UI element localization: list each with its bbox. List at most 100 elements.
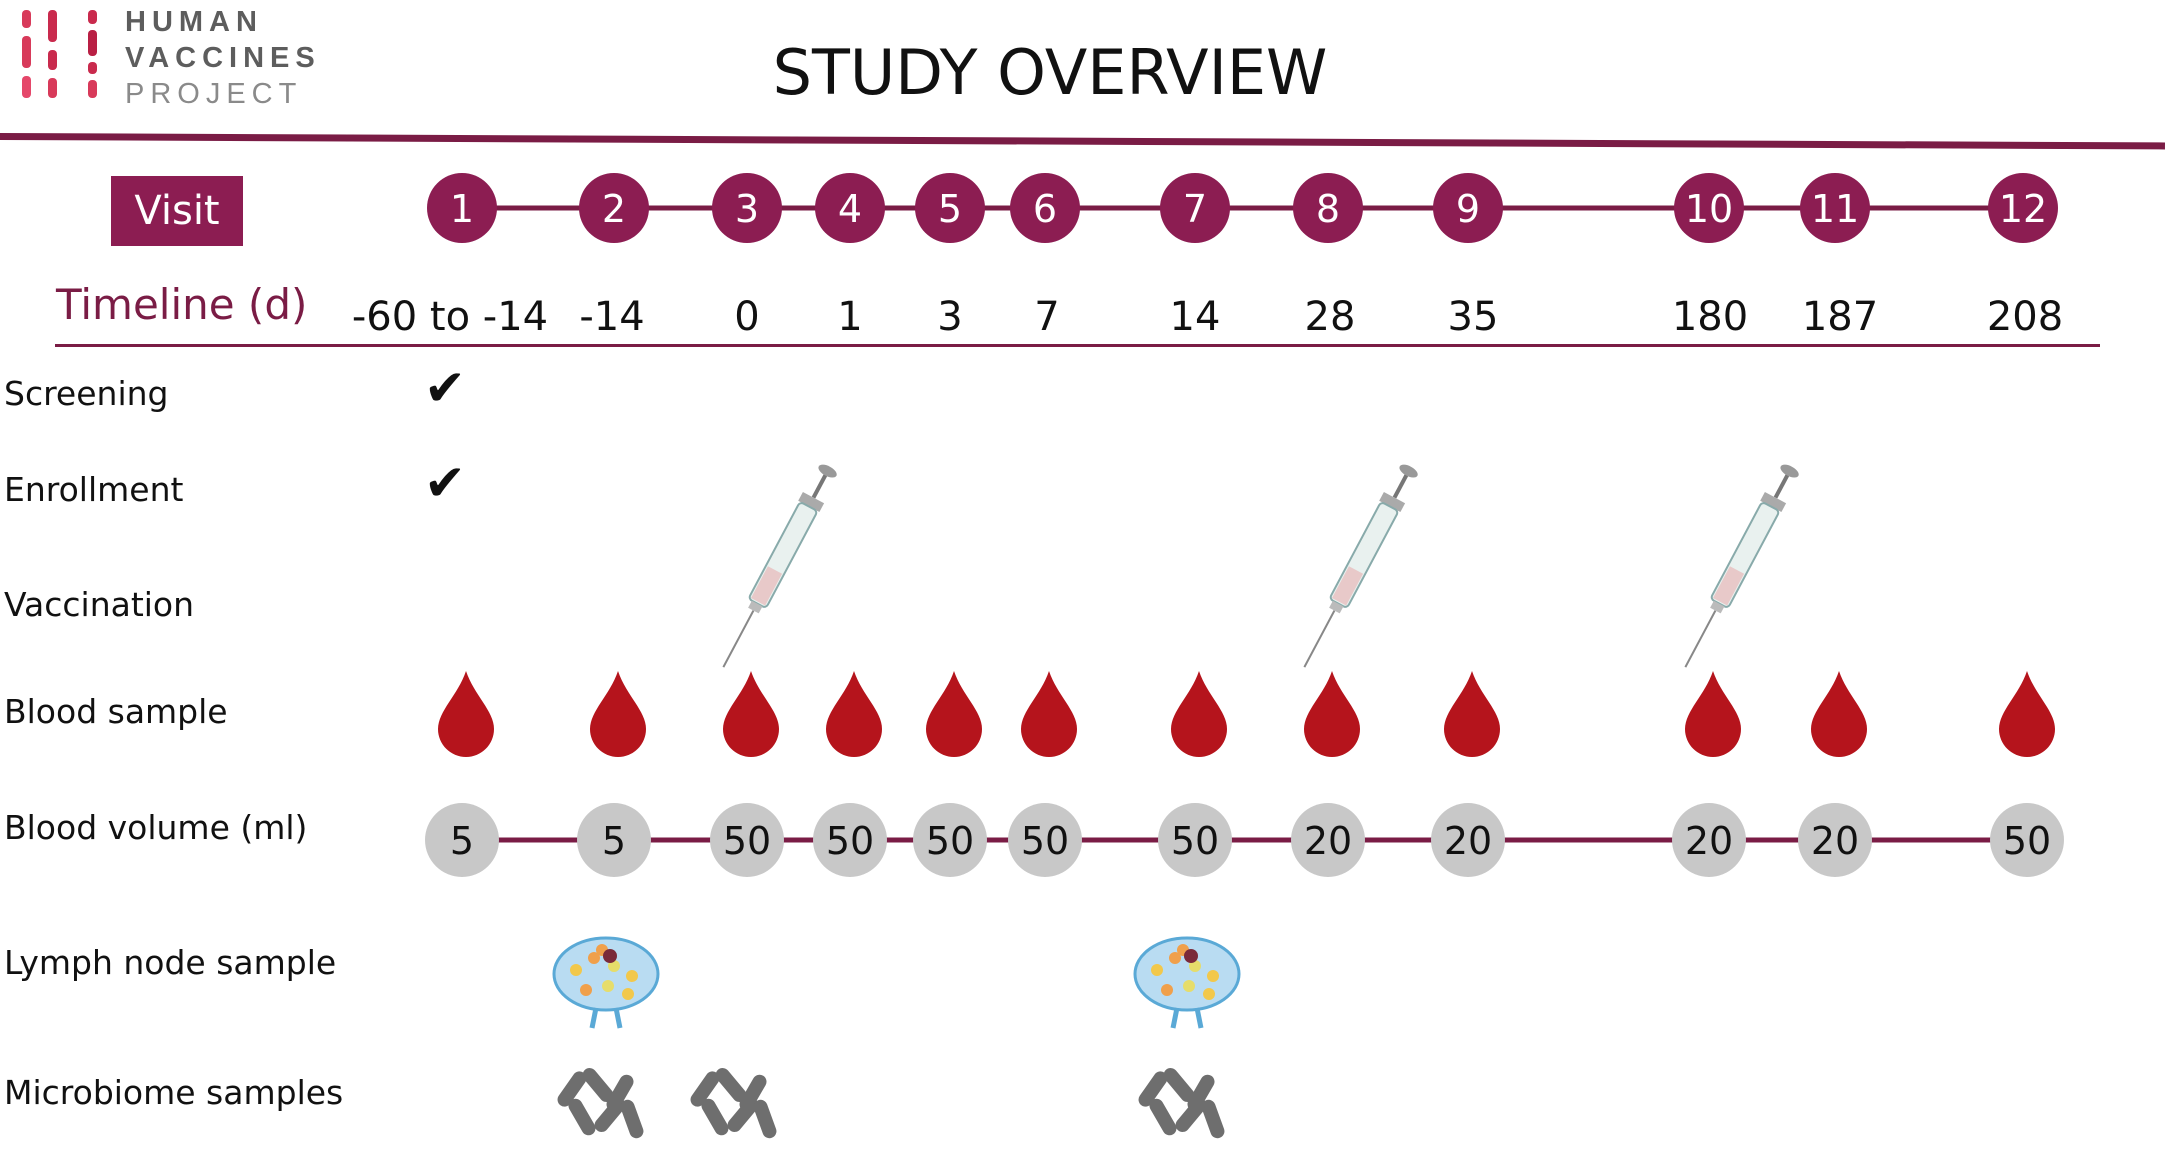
volume-marker: 50 bbox=[813, 803, 887, 877]
page-title: STUDY OVERVIEW bbox=[772, 36, 1328, 109]
volume-circle bbox=[1291, 803, 1365, 877]
microbiome-icon bbox=[557, 1068, 644, 1139]
logo-text-vaccines: VACCINES bbox=[125, 42, 321, 74]
visit-number: 6 bbox=[1033, 187, 1057, 231]
visit-circle bbox=[1293, 173, 1363, 243]
visit-number: 7 bbox=[1183, 187, 1207, 231]
visit-circle bbox=[427, 173, 497, 243]
volume-value: 20 bbox=[1811, 819, 1859, 863]
volume-marker: 20 bbox=[1431, 803, 1505, 877]
timeline-day: 35 bbox=[1448, 294, 1499, 340]
visit-marker-10: 10 bbox=[1674, 173, 1744, 243]
visit-circle bbox=[579, 173, 649, 243]
vaccination-label: Vaccination bbox=[4, 585, 195, 624]
timeline-divider bbox=[55, 344, 2100, 347]
logo-text-project: PROJECT bbox=[125, 78, 303, 110]
volume-marker: 5 bbox=[425, 803, 499, 877]
visit-circle bbox=[1674, 173, 1744, 243]
volume-circle bbox=[1990, 803, 2064, 877]
syringe-icon bbox=[1684, 464, 1799, 668]
blood-drop-icon bbox=[1999, 671, 2055, 757]
timeline-label: Timeline (d) bbox=[56, 280, 308, 329]
volume-marker: 20 bbox=[1672, 803, 1746, 877]
volume-value: 5 bbox=[602, 819, 626, 863]
syringe-icon bbox=[1303, 464, 1418, 668]
visit-number: 11 bbox=[1811, 187, 1859, 231]
visit-number: 12 bbox=[1999, 187, 2047, 231]
enrollment-label: Enrollment bbox=[4, 470, 184, 509]
visit-number: 8 bbox=[1316, 187, 1340, 231]
visit-circle bbox=[712, 173, 782, 243]
screening-check-icon: ✔ bbox=[424, 359, 466, 417]
visit-marker-5: 5 bbox=[915, 173, 985, 243]
blood-drop-icon bbox=[1021, 671, 1077, 757]
timeline-day: 208 bbox=[1987, 294, 2063, 340]
volume-value: 50 bbox=[2003, 819, 2051, 863]
visit-marker-9: 9 bbox=[1433, 173, 1503, 243]
volume-circle bbox=[813, 803, 887, 877]
volume-circle bbox=[577, 803, 651, 877]
volume-value: 50 bbox=[723, 819, 771, 863]
visit-circle bbox=[1160, 173, 1230, 243]
blood-sample-label: Blood sample bbox=[4, 692, 228, 731]
visit-circle bbox=[1800, 173, 1870, 243]
visit-marker-4: 4 bbox=[815, 173, 885, 243]
volume-circle bbox=[1158, 803, 1232, 877]
visit-number: 3 bbox=[735, 187, 759, 231]
logo-mark-icon bbox=[22, 10, 97, 98]
volume-value: 50 bbox=[1171, 819, 1219, 863]
timeline-day: 187 bbox=[1802, 294, 1878, 340]
blood-drop-icon bbox=[438, 671, 494, 757]
human-vaccines-project-logo bbox=[18, 6, 318, 116]
volume-value: 50 bbox=[1021, 819, 1069, 863]
visit-circle bbox=[915, 173, 985, 243]
microbiome-label: Microbiome samples bbox=[4, 1073, 344, 1112]
visit-number: 2 bbox=[602, 187, 626, 231]
blood-drop-icon bbox=[826, 671, 882, 757]
visit-number: 1 bbox=[450, 187, 474, 231]
visit-marker-11: 11 bbox=[1800, 173, 1870, 243]
timeline-day: 7 bbox=[1034, 294, 1059, 340]
visit-circle bbox=[1433, 173, 1503, 243]
volume-marker: 50 bbox=[913, 803, 987, 877]
blood-drop-icon bbox=[1444, 671, 1500, 757]
visit-number: 4 bbox=[838, 187, 862, 231]
volume-circle bbox=[1008, 803, 1082, 877]
timeline-day: 14 bbox=[1170, 294, 1221, 340]
visit-circle bbox=[1988, 173, 2058, 243]
visit-marker-8: 8 bbox=[1293, 173, 1363, 243]
visit-marker-3: 3 bbox=[712, 173, 782, 243]
visit-label: Visit bbox=[111, 176, 243, 246]
visit-marker-12: 12 bbox=[1988, 173, 2058, 243]
timeline-day: 180 bbox=[1672, 294, 1748, 340]
volume-marker: 20 bbox=[1798, 803, 1872, 877]
visit-number: 9 bbox=[1456, 187, 1480, 231]
visit-marker-7: 7 bbox=[1160, 173, 1230, 243]
visit-number: 5 bbox=[938, 187, 962, 231]
visit-number: 10 bbox=[1685, 187, 1733, 231]
volume-circle bbox=[1431, 803, 1505, 877]
timeline-day: 1 bbox=[837, 294, 862, 340]
timeline-day: 0 bbox=[734, 294, 759, 340]
microbiome-icon bbox=[690, 1068, 777, 1139]
blood-drop-icon bbox=[1171, 671, 1227, 757]
lymph-node-label: Lymph node sample bbox=[4, 943, 337, 982]
volume-circle bbox=[1672, 803, 1746, 877]
volume-circle bbox=[425, 803, 499, 877]
logo-text-human: HUMAN bbox=[125, 6, 263, 38]
volume-marker: 50 bbox=[1158, 803, 1232, 877]
visit-circle bbox=[1010, 173, 1080, 243]
enrollment-check-icon: ✔ bbox=[424, 454, 466, 512]
volume-value: 20 bbox=[1444, 819, 1492, 863]
blood-drop-icon bbox=[926, 671, 982, 757]
blood-drop-icon bbox=[723, 671, 779, 757]
volume-value: 50 bbox=[826, 819, 874, 863]
screening-label: Screening bbox=[4, 374, 169, 413]
lymph-node-icon bbox=[1133, 936, 1241, 1029]
volume-circle bbox=[1798, 803, 1872, 877]
blood-drop-icon bbox=[1304, 671, 1360, 757]
volume-marker: 50 bbox=[1008, 803, 1082, 877]
volume-value: 20 bbox=[1304, 819, 1352, 863]
volume-circle bbox=[710, 803, 784, 877]
